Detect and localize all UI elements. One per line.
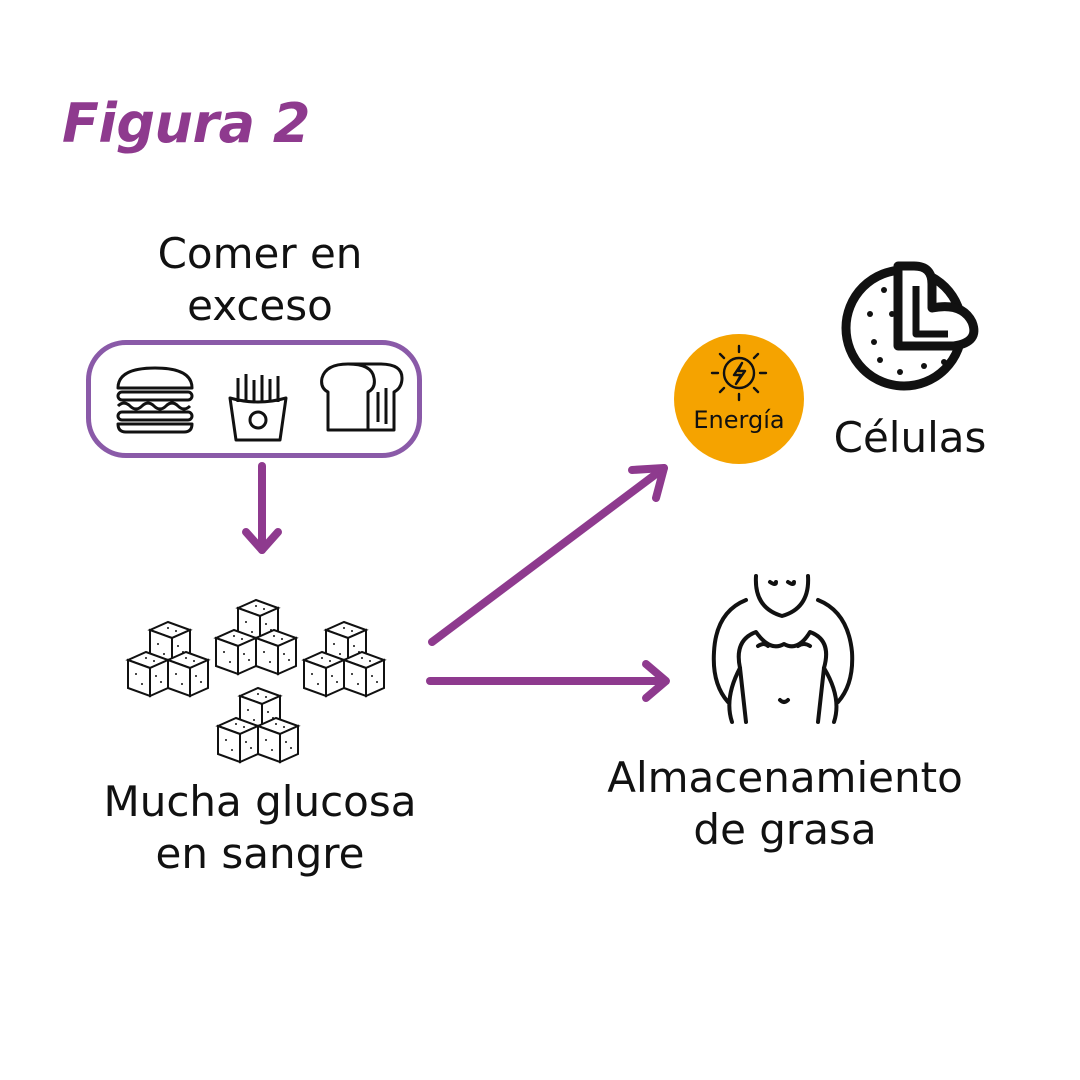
burger-icon [116,366,194,434]
figure-title: Figura 2 [62,92,310,155]
bread-icon [320,362,404,432]
overeating-label: Comer en exceso [110,228,410,332]
blood-glucose-label: Mucha glucosa en sangre [80,776,440,880]
blood-glucose-label-line2: en sangre [155,829,365,878]
blood-glucose-label-line1: Mucha glucosa [103,777,417,826]
arrow-to-fat-storage [426,660,670,702]
overeating-label-line2: exceso [187,281,333,330]
fries-icon [228,374,288,442]
food-box [86,340,422,458]
down-arrow [242,462,282,554]
fat-storage-label: Almacenamiento de grasa [590,752,980,856]
sugar-cubes-icon [127,599,385,763]
arrow-to-energy [428,464,668,646]
fat-storage-label-line1: Almacenamiento [607,753,963,802]
overweight-person-icon [711,574,855,724]
cell-icon [841,261,979,391]
cells-label: Células [833,413,987,462]
fat-storage-label-line2: de grasa [693,805,877,854]
lightning-sun-icon [710,344,768,402]
energy-label: Energía [693,406,785,434]
overeating-label-line1: Comer en [157,229,363,278]
